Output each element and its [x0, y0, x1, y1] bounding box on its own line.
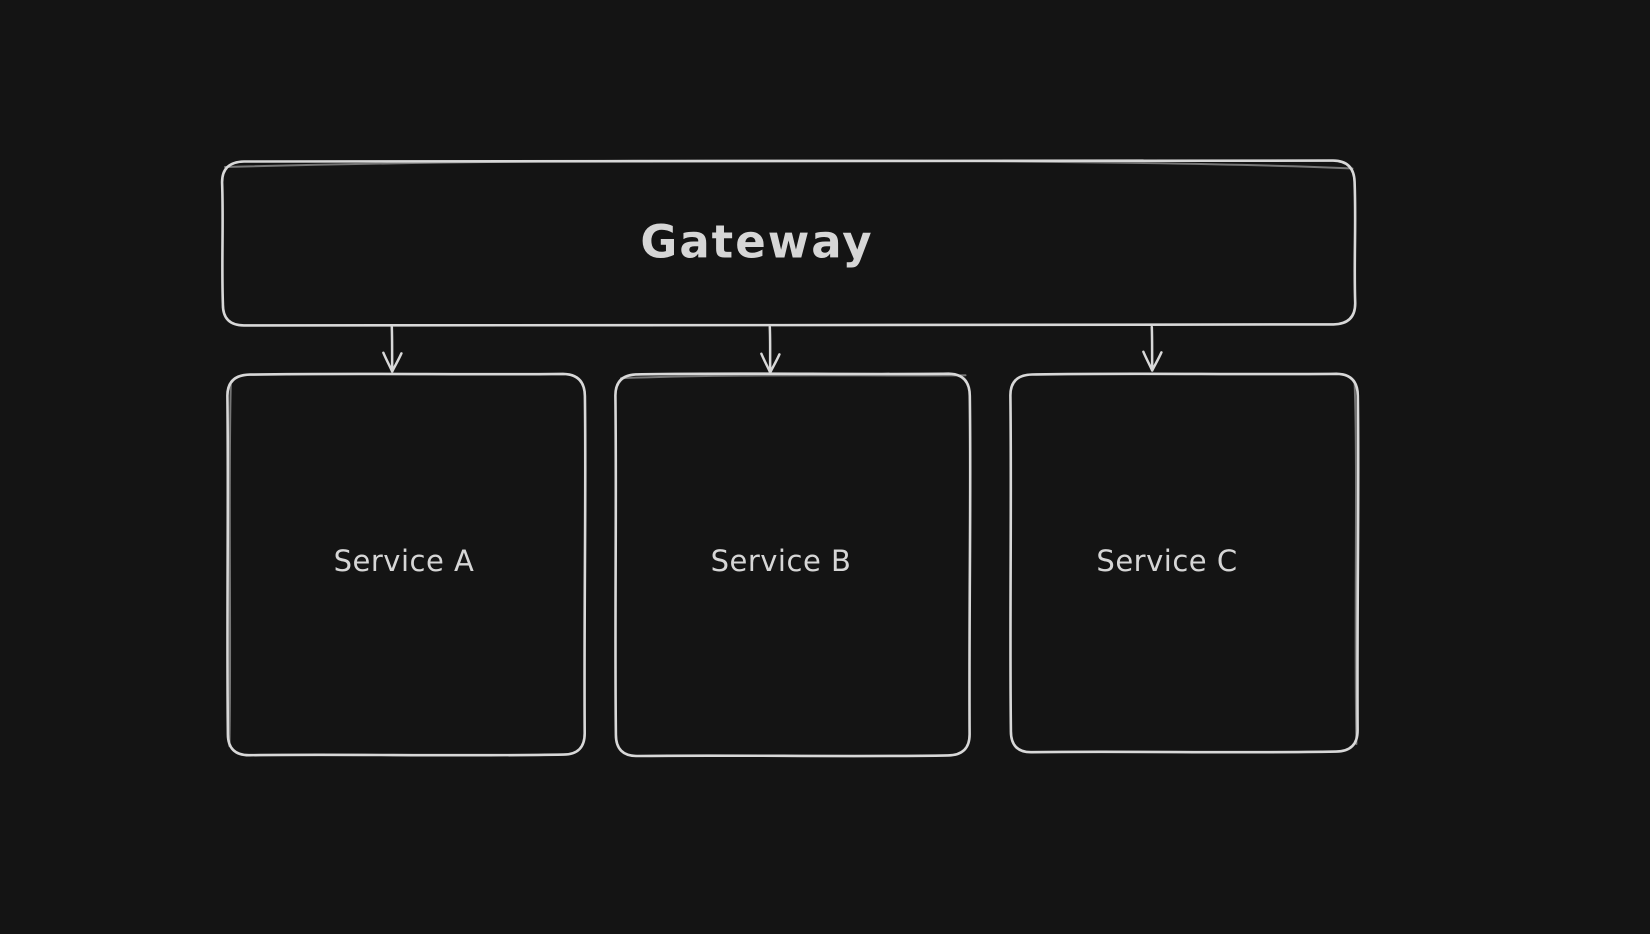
arrowhead-icon [382, 351, 403, 373]
node-service-a-rect [226, 372, 587, 757]
node-service-a-outline [226, 372, 587, 757]
arrowhead-icon [760, 352, 781, 374]
edge-group [382, 325, 1163, 374]
shape-group [220, 159, 1360, 758]
edge-gateway-to-service-b [760, 325, 781, 374]
arrowhead-icon [1142, 350, 1163, 372]
node-gateway-outline [220, 159, 1357, 327]
node-service-c-overdraw [1353, 381, 1358, 745]
node-service-b-overdraw [620, 374, 967, 380]
edge-gateway-to-service-a [382, 325, 403, 373]
edge-gateway-to-service-c [1142, 325, 1163, 372]
node-service-b-label: Service B [710, 544, 852, 578]
node-service-b-rect [614, 372, 972, 758]
node-gateway-overdraw [224, 159, 1354, 170]
node-service-c-label: Service C [1096, 544, 1238, 578]
node-gateway-label: Gateway [640, 215, 874, 269]
node-service-c-outline [1009, 372, 1360, 754]
node-service-a-label: Service A [333, 544, 475, 578]
node-service-b-outline [614, 372, 972, 758]
node-service-c-rect [1009, 372, 1360, 754]
node-service-a-overdraw [228, 383, 232, 747]
